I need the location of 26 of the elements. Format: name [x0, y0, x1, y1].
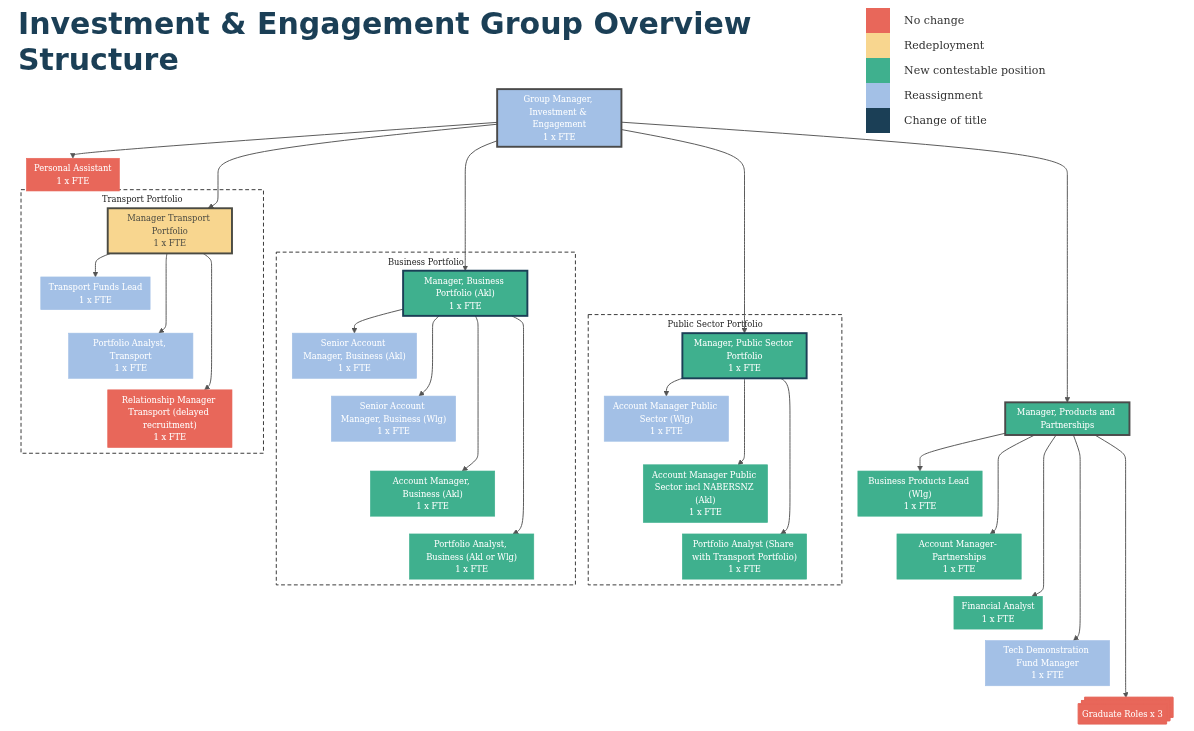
legend-label: New contestable position	[904, 64, 1046, 77]
node-box: Personal Assistant 1 x FTE	[26, 158, 120, 192]
node-box: Account Manager Public Sector incl NABERSNZ (Akl) 1 x FTE	[642, 464, 768, 523]
node-box: Group Manager, Investment & Engagement 1 x FTE	[496, 88, 623, 148]
node-box: Manager Transport Portfolio 1 x FTE	[106, 207, 233, 255]
node-box: Account Manager- Partnerships 1 x FTE	[896, 533, 1022, 580]
node-box: Senior Account Manager, Business (Wlg) 1 x FTE	[331, 395, 456, 442]
node-box: Transport Funds Lead 1 x FTE	[40, 276, 151, 310]
node-box: Portfolio Analyst, Business (Akl or Wlg) 1 x FTE	[409, 533, 535, 580]
node-box: Portfolio Analyst, Transport 1 x FTE	[68, 332, 194, 379]
node-box: Financial Analyst 1 x FTE	[953, 596, 1043, 630]
node-box: Manager, Public Sector Portfolio 1 x FTE	[681, 332, 808, 380]
node-box: Account Manager, Business (Akl) 1 x FTE	[370, 470, 495, 517]
legend-label: No change	[904, 14, 965, 27]
node-box: Relationship Manager Transport (delayed recruitment) 1 x FTE	[107, 389, 233, 448]
node-box: Business Products Lead (Wlg) 1 x FTE	[857, 470, 983, 517]
node-box: Manager, Products and Partnerships	[1004, 401, 1131, 436]
legend-label: Change of title	[904, 114, 987, 127]
node-box: Manager, Business Portfolio (Akl) 1 x FTE	[402, 269, 529, 317]
legend-label: Reassignment	[904, 89, 983, 102]
node-box: Tech Demonstration Fund Manager 1 x FTE	[985, 640, 1110, 687]
node-box: Portfolio Analyst (Share with Transport Portfolio) 1 x FTE	[682, 533, 807, 580]
node-box: Account Manager Public Sector (Wlg) 1 x FTE	[603, 395, 729, 442]
legend-label: Redeployment	[904, 39, 985, 52]
node-box: Senior Account Manager, Business (Akl) 1 x FTE	[292, 332, 417, 379]
title: Investment & Engagement Group Overview Structure	[18, 6, 753, 78]
